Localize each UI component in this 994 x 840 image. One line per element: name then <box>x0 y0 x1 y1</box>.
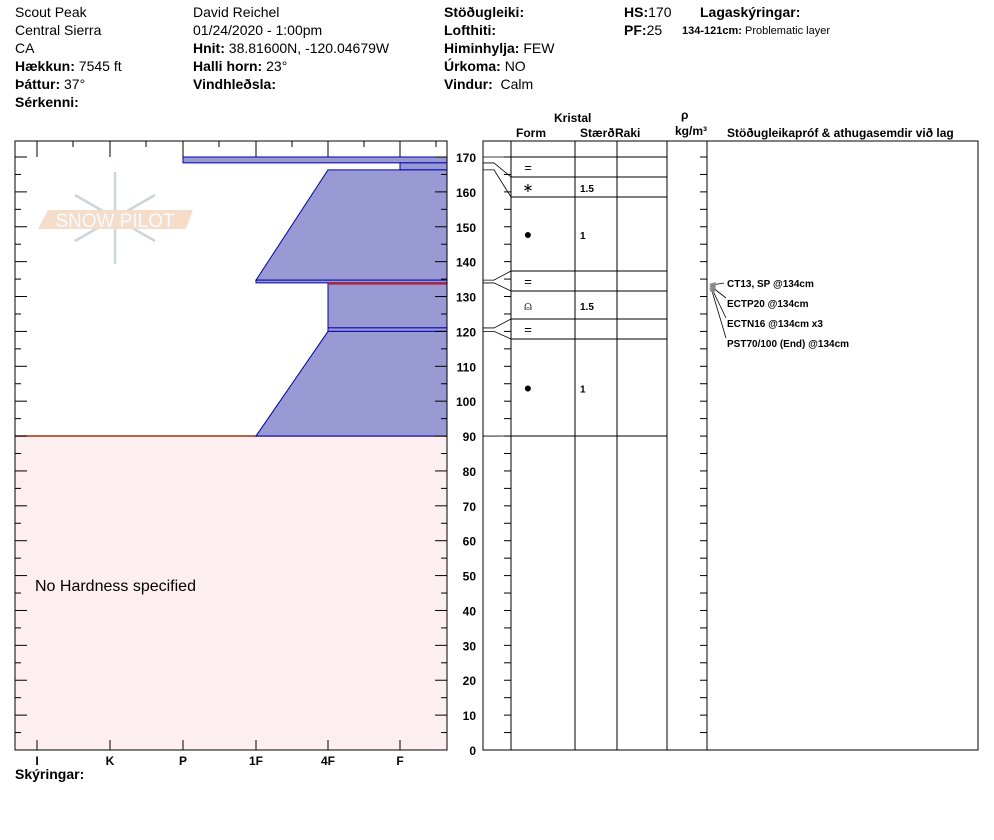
precip: Úrkoma: NO <box>444 58 526 74</box>
hardness-label-P: P <box>179 754 187 768</box>
crystal-form-5: = <box>524 322 532 337</box>
height-label-70: 70 <box>463 500 477 514</box>
height-label-60: 60 <box>463 535 477 549</box>
height-label-30: 30 <box>463 639 477 653</box>
height-label-150: 150 <box>456 221 476 235</box>
hardness-layer-5 <box>327 327 448 332</box>
hardness-label-I: I <box>35 754 38 768</box>
layer-connector <box>483 169 512 198</box>
rho-header: ρ <box>681 108 689 122</box>
crystal-form-6: ● <box>524 380 532 396</box>
ground-area <box>15 436 447 750</box>
crystal-table-frame <box>482 140 979 751</box>
crystal-size-2: 1 <box>580 231 586 242</box>
height-label-170: 170 <box>456 151 476 165</box>
height-label-20: 20 <box>463 674 477 688</box>
tests-header: Stöðugleikapróf & athugasemdir við lag <box>727 126 954 140</box>
layer-connector <box>483 318 512 329</box>
height-label-130: 130 <box>456 291 476 305</box>
stability-test-2: ECTN16 @134cm x3 <box>727 319 823 330</box>
aspect: Þáttur: 37° <box>15 76 86 92</box>
legend-label: Skýringar: <box>15 766 85 782</box>
hs: HS:170 <box>624 4 672 20</box>
no-hardness-note: No Hardness specified <box>35 578 196 595</box>
crystal-size-1: 1.5 <box>580 184 594 195</box>
height-label-110: 110 <box>457 360 477 374</box>
crystal-form-0: = <box>524 160 532 175</box>
test-arrow-line <box>711 288 727 319</box>
test-arrow-line <box>711 290 727 339</box>
location: Scout Peak <box>15 4 87 20</box>
layer-connector <box>483 331 512 340</box>
stability-test-1: ECTP20 @134cm <box>727 299 809 310</box>
hardness-label-4F: 4F <box>321 754 335 768</box>
size-header: Stærð <box>580 126 615 140</box>
observer: David Reichel <box>193 4 280 20</box>
features: Sérkenni: <box>15 94 79 110</box>
stability-test-0: CT13, SP @134cm <box>727 279 814 290</box>
crystal-size-4: 1.5 <box>580 302 594 313</box>
moisture-header: Raki <box>615 126 641 140</box>
hardness-label-F: F <box>396 754 403 768</box>
layer-connector <box>483 162 512 178</box>
pf: PF:25 <box>624 22 663 38</box>
range: Central Sierra <box>15 22 102 38</box>
crystal-header: Kristal <box>554 111 592 125</box>
crystal-form-1: ∗ <box>523 180 534 195</box>
svg-text:SNOW PILOT: SNOW PILOT <box>55 211 175 232</box>
crystal-form-2: ● <box>524 226 532 242</box>
test-arrow-head <box>709 288 716 294</box>
height-label-90: 90 <box>463 430 477 444</box>
height-label-160: 160 <box>456 186 476 200</box>
hardness-layer-1 <box>399 162 448 171</box>
height-label-40: 40 <box>463 604 477 618</box>
crystal-size-6: 1 <box>580 385 586 396</box>
hardness-label-K: K <box>106 754 115 768</box>
form-header: Form <box>516 126 546 140</box>
height-label-80: 80 <box>463 465 477 479</box>
height-label-10: 10 <box>463 709 477 723</box>
hardness-label-1F: 1F <box>249 754 263 768</box>
hardness-layer-0 <box>182 156 448 164</box>
layer-connector <box>483 270 512 281</box>
stability-test-3: PST70/100 (End) @134cm <box>727 339 849 350</box>
air-temp: Lofthiti: <box>444 22 497 38</box>
hardness-frame <box>14 140 448 751</box>
density-header: kg/m³ <box>675 124 708 138</box>
elevation: Hækkun: 7545 ft <box>15 58 122 74</box>
height-label-50: 50 <box>463 570 477 584</box>
layer-notes-label: Lagaskýringar: <box>700 4 801 20</box>
stability: Stöðugleiki: <box>444 4 525 20</box>
height-label-100: 100 <box>456 395 476 409</box>
crystal-form-3: = <box>524 274 532 289</box>
wind-loading: Vindhleðsla: <box>193 76 276 92</box>
coords: Hnit: 38.81600N, -120.04679W <box>193 40 390 56</box>
hardness-layer-2 <box>255 169 448 281</box>
height-label-120: 120 <box>456 325 476 339</box>
wind: Vindur: Calm <box>444 76 534 92</box>
hardness-layer-6 <box>255 330 448 437</box>
height-label-0: 0 <box>469 744 476 758</box>
slope: Halli horn: 23° <box>193 58 288 74</box>
state: CA <box>15 40 35 56</box>
layer-note: 134-121cm: Problematic layer <box>682 25 830 37</box>
datetime: 01/24/2020 - 1:00pm <box>193 22 323 38</box>
hardness-layer-4 <box>327 282 448 329</box>
snowpilot-logo: SNOW PILOT <box>38 172 193 264</box>
height-label-140: 140 <box>456 256 476 270</box>
layer-connector <box>483 282 512 292</box>
crystal-form-4: ⍝ <box>524 298 532 313</box>
sky: Himinhylja: FEW <box>444 40 555 56</box>
